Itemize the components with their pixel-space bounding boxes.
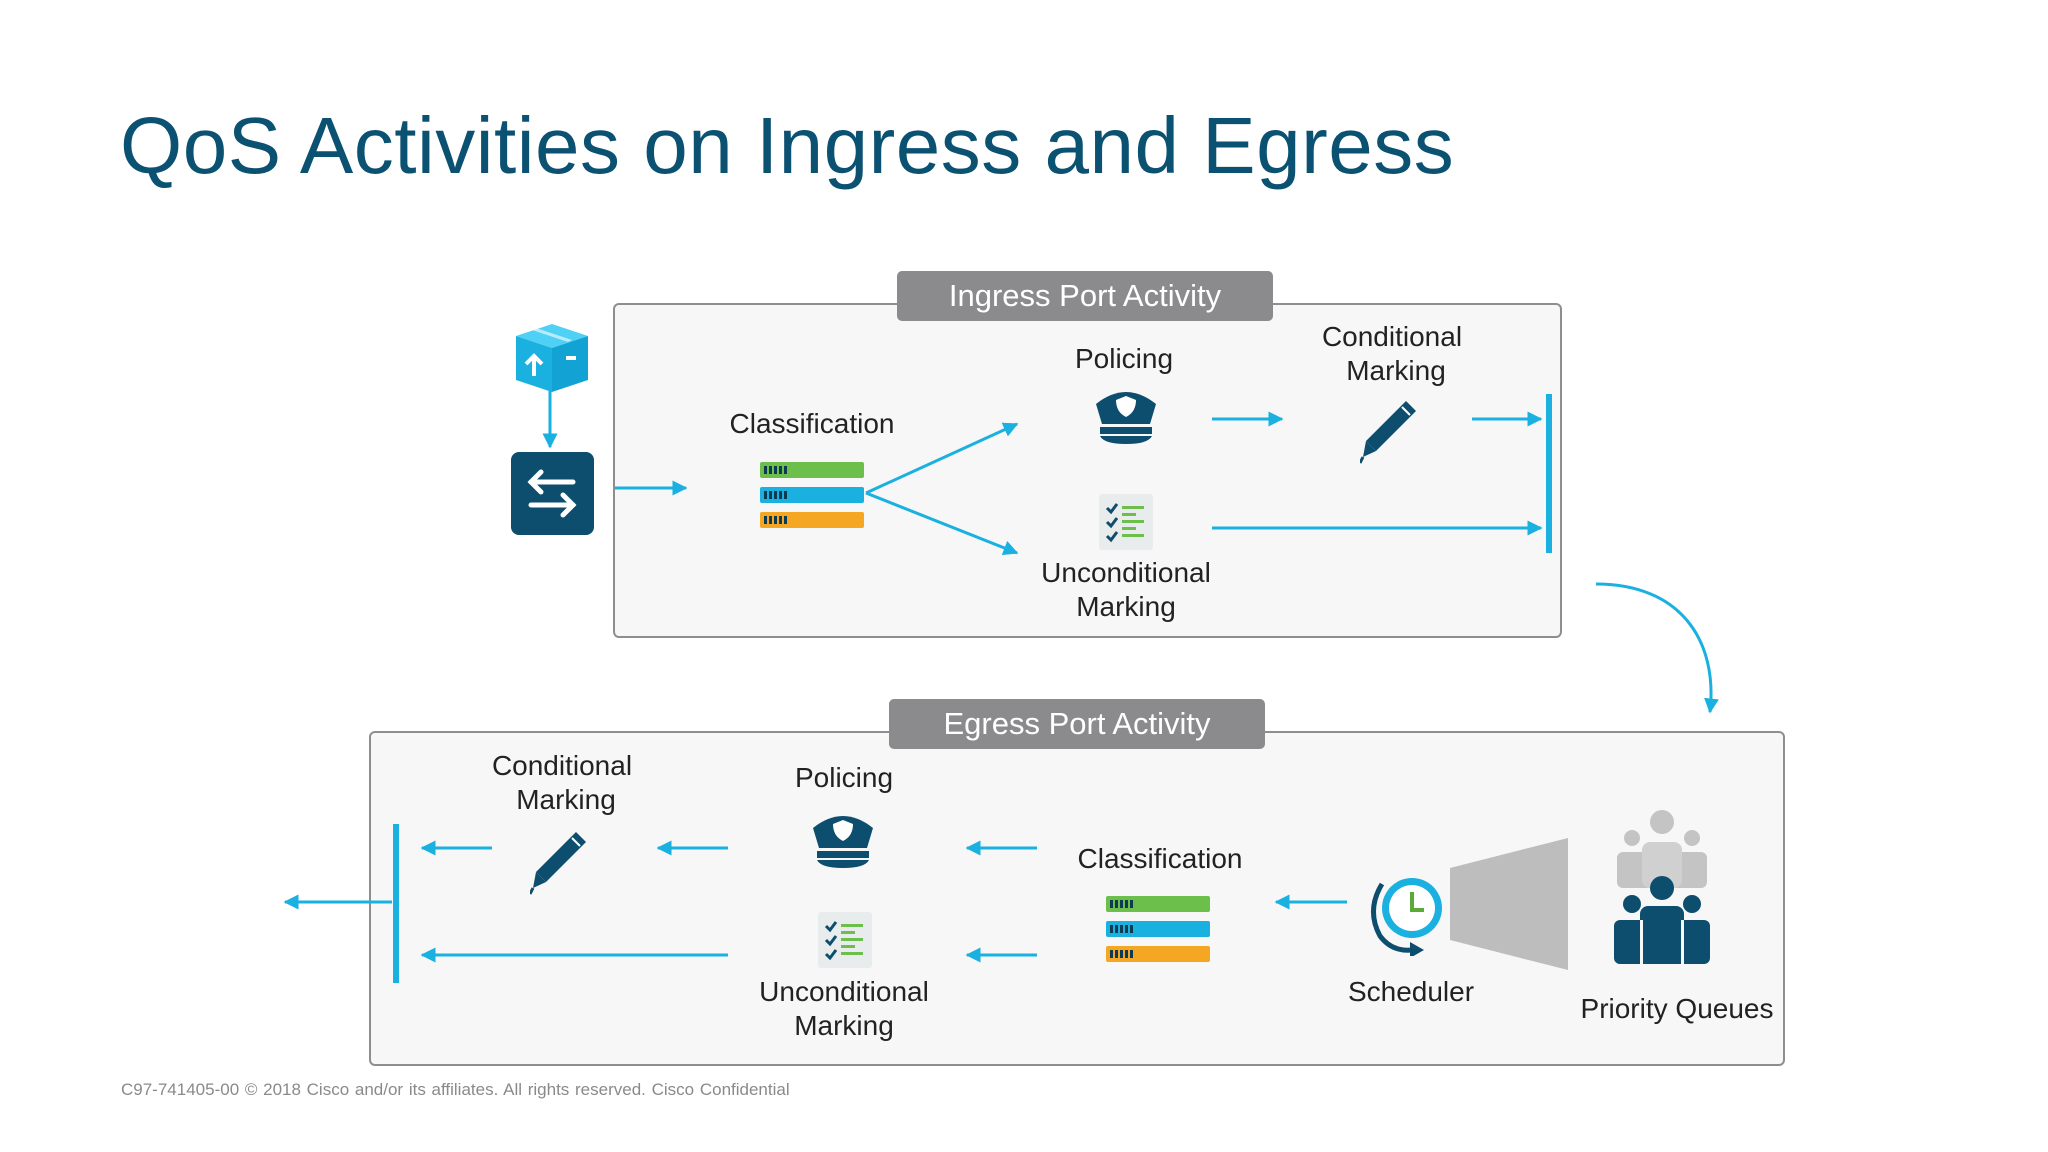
switch-icon [511, 452, 594, 535]
scheduler-clock-icon [1371, 878, 1442, 956]
ingress-tab: Ingress Port Activity [897, 271, 1273, 321]
police-hat-icon [1096, 392, 1156, 444]
slide-title: QoS Activities on Ingress and Egress [120, 101, 1455, 190]
scheduler-label: Scheduler [1347, 976, 1475, 1007]
pen-icon [1360, 401, 1416, 464]
classification-bars-icon [1106, 896, 1210, 962]
egress-unconditional-marking-label-line1: Unconditional [759, 976, 929, 1007]
egress-tab: Egress Port Activity [889, 699, 1265, 749]
checklist-icon [818, 912, 872, 968]
ingress-unconditional-marking-label-line2: Marking [1076, 591, 1176, 622]
pen-icon [530, 832, 586, 895]
police-hat-icon [813, 816, 873, 868]
classification-bars-icon [760, 462, 864, 528]
egress-classification-label: Classification [1077, 843, 1243, 874]
egress-conditional-marking-label-line2: Marking [516, 784, 616, 815]
people-queue-icon [1614, 810, 1710, 964]
egress-conditional-marking-label-line1: Conditional [491, 750, 633, 781]
egress-policing-label: Policing [794, 762, 894, 793]
footer-copyright: C97-741405-00 © 2018 Cisco and/or its af… [121, 1080, 790, 1099]
priority-queues-label: Priority Queues [1580, 993, 1774, 1024]
fork-unconditional-arrow [865, 491, 1019, 555]
ingress-classification-label: Classification [729, 408, 895, 439]
fork-policing-arrow [865, 422, 1019, 495]
funnel-icon [1450, 838, 1568, 970]
egress-unconditional-marking-label-line2: Marking [794, 1010, 894, 1041]
ingress-conditional-marking-label-line2: Marking [1346, 355, 1446, 386]
ingress-to-egress-curve [1595, 582, 1719, 714]
ingress-unconditional-marking-label-line1: Unconditional [1041, 557, 1211, 588]
ingress-conditional-marking-label-line1: Conditional [1321, 321, 1463, 352]
ingress-policing-label: Policing [1074, 343, 1174, 374]
checklist-icon [1099, 494, 1153, 550]
package-upload-icon [516, 324, 588, 392]
